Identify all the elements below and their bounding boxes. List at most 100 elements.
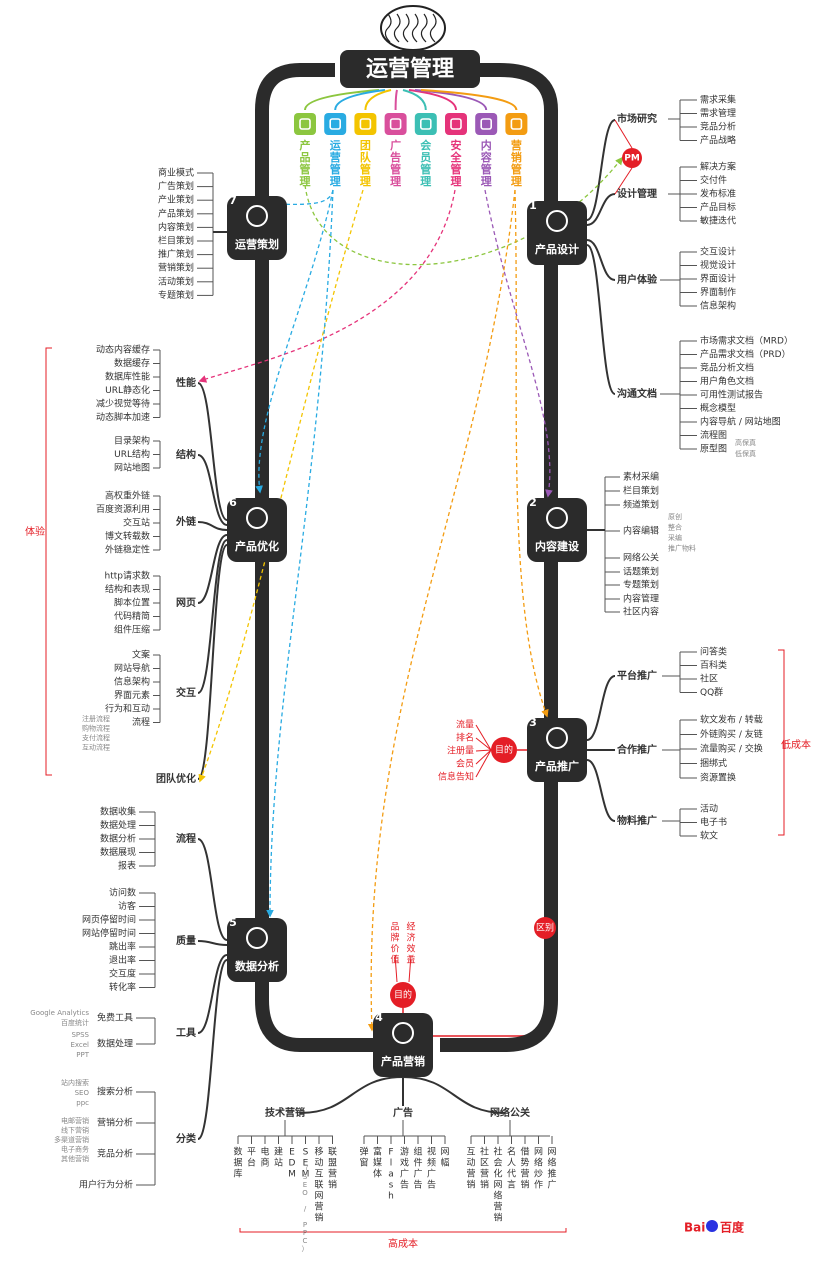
- content-item: 专题策划: [623, 579, 659, 591]
- platform-item: 问答类: [700, 646, 727, 658]
- vertical-glyph: 运: [330, 139, 341, 152]
- tech-item: 数据库: [233, 1146, 242, 1180]
- market-item: 竞品分析: [700, 121, 736, 133]
- vertical-glyph: 队: [360, 150, 372, 164]
- vertical-glyph: 动: [466, 1158, 475, 1169]
- node-label: 产品优化: [235, 539, 279, 553]
- page-item: 脚本位置: [114, 597, 150, 609]
- flow-item: 报表: [118, 860, 136, 872]
- vertical-glyph: /: [304, 1205, 307, 1213]
- vertical-glyph: 网: [440, 1147, 449, 1158]
- team-icon: [354, 113, 377, 135]
- title-bar: [340, 50, 480, 88]
- vertical-glyph: 建: [274, 1146, 283, 1158]
- content-item: 内容管理: [623, 593, 659, 605]
- vertical-glyph: 窗: [359, 1157, 368, 1169]
- group-ads: 广告: [393, 1106, 413, 1119]
- member-icon-glyph: [419, 118, 432, 130]
- node-operations-planning: 运营策划 7: [227, 194, 287, 260]
- group-tech: 技术营销: [265, 1106, 305, 1119]
- ux-item: 交互设计: [700, 246, 736, 258]
- node-box: [527, 201, 587, 265]
- quality-item: 交互度: [109, 968, 136, 980]
- vertical-glyph: F: [388, 1148, 393, 1158]
- brain-fold: [393, 13, 401, 43]
- brain-fold: [420, 13, 428, 43]
- vertical-glyph: 管: [360, 162, 371, 176]
- edit-icon: [546, 507, 568, 529]
- group-material: 物料推广: [617, 814, 657, 827]
- arrow-marketing-to-promotion: [514, 189, 549, 718]
- vertical-glyph: 理: [300, 175, 311, 188]
- vertical-glyph: 数: [233, 1146, 242, 1158]
- proc-sub: SPSS: [71, 1031, 89, 1039]
- links-item: 外链稳定性: [105, 544, 150, 556]
- vertical-glyph: 容: [480, 150, 492, 164]
- node-number: 2: [529, 496, 537, 509]
- flow-sub: 互动流程: [82, 743, 110, 752]
- group-market: 市场研究: [617, 112, 657, 125]
- vertical-glyph: 视: [427, 1146, 436, 1158]
- vertical-glyph: 告: [427, 1179, 436, 1191]
- free-sub: Google Analytics: [30, 1009, 89, 1017]
- vertical-glyph: 管: [300, 162, 311, 176]
- vertical-glyph: M: [302, 1170, 310, 1180]
- vertical-glyph: 营: [493, 1201, 502, 1213]
- ads-item: 弹窗: [359, 1146, 368, 1169]
- branch-curve: [197, 534, 228, 604]
- node-number: 7: [229, 194, 237, 207]
- pm-label: PM: [624, 154, 640, 164]
- struct-item: URL结构: [114, 448, 150, 460]
- vertical-glyph: ）: [302, 1245, 309, 1253]
- vertical-glyph: l: [390, 1159, 393, 1169]
- vertical-glyph: 势: [520, 1157, 529, 1169]
- content-item: 社区内容: [623, 606, 659, 618]
- vertical-glyph: 互: [466, 1147, 475, 1158]
- purpose-item: 信息告知: [438, 771, 474, 783]
- tools-item: 数据处理: [97, 1038, 133, 1050]
- purpose-item: 注册量: [447, 745, 474, 757]
- ux-item: 界面设计: [700, 273, 736, 285]
- plan-item: 活动策划: [158, 275, 194, 287]
- vertical-glyph: 动: [314, 1158, 323, 1169]
- vertical-glyph: s: [389, 1181, 394, 1191]
- interact-item: 信息架构: [114, 676, 150, 688]
- vertical-glyph: 理: [481, 175, 492, 188]
- node-box: [227, 196, 287, 260]
- node-label: 运营策划: [235, 237, 279, 251]
- pm-badge: [622, 148, 642, 168]
- high-cost-label: 高成本: [388, 1237, 418, 1250]
- cube-icon-glyph: [299, 118, 311, 130]
- vertical-glyph: D: [289, 1159, 296, 1169]
- branch-curve: [402, 1076, 506, 1114]
- perf-item: 数据库性能: [105, 371, 150, 383]
- arrow-team-to-teamopt: [198, 189, 364, 783]
- branch-curve: [586, 759, 616, 822]
- marketing-purpose-badge: [390, 982, 416, 1008]
- vertical-glyph: h: [388, 1192, 394, 1202]
- node-box: [527, 718, 587, 782]
- flow-sub: 支付流程: [82, 733, 110, 742]
- mkt-sub: 线下营销: [61, 1126, 89, 1135]
- vertical-glyph: 营: [480, 1168, 489, 1180]
- docs-item: 流程图: [700, 429, 727, 441]
- vertical-glyph: 理: [451, 175, 462, 188]
- pm-link: [614, 119, 633, 149]
- branch-data-analysis: 流程数据收集数据处理数据分析数据展现报表质量访问数访客网页停留时间网站停留时间跳…: [30, 806, 196, 1191]
- group-links: 外链: [175, 515, 197, 528]
- cart-icon: [392, 1022, 414, 1044]
- category-connector: [420, 89, 518, 111]
- content-item: 栏目策划: [623, 485, 659, 497]
- vertical-glyph: 游: [400, 1146, 409, 1158]
- material-item: 电子书: [700, 816, 727, 828]
